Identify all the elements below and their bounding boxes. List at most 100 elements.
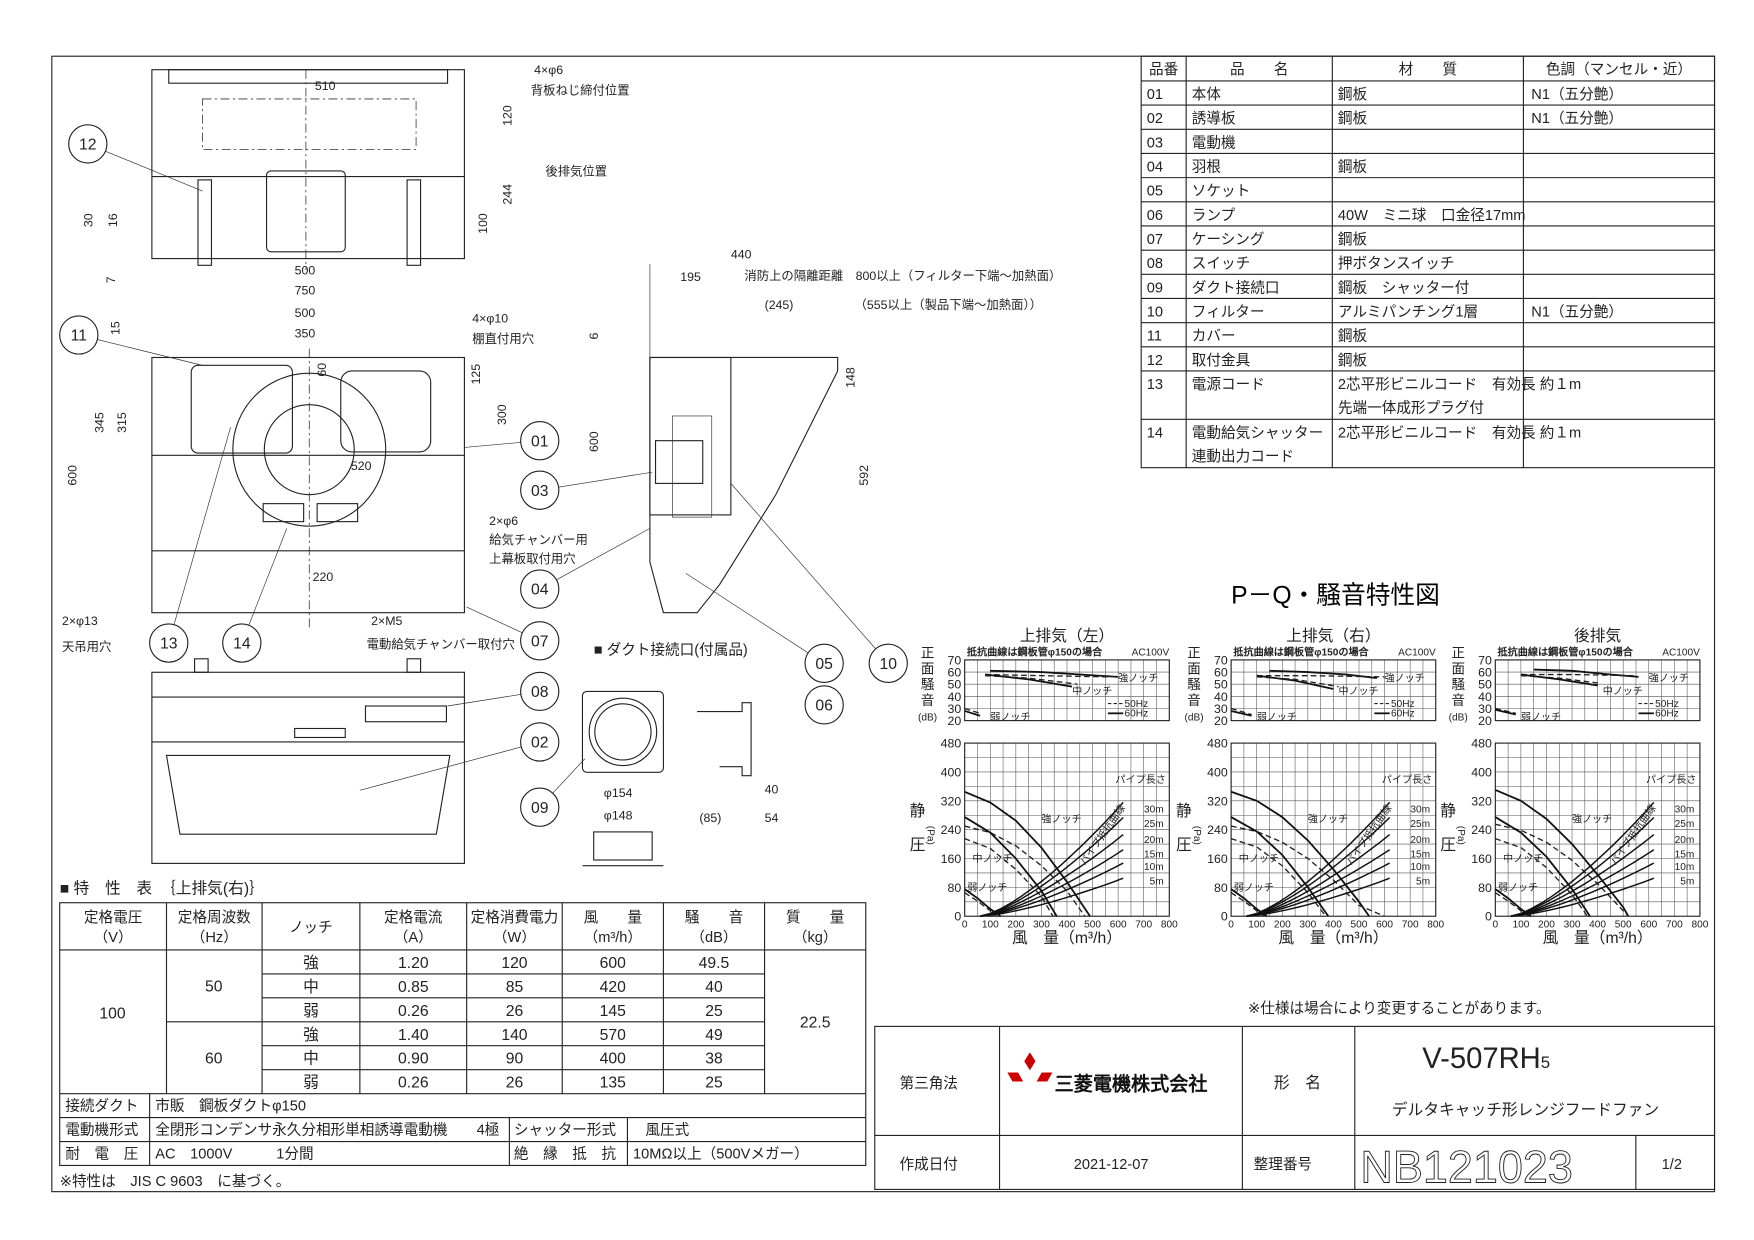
x-tick: 200 [1538, 919, 1555, 930]
top-view-drawing [151, 69, 465, 270]
dimension-label: 天吊用穴 [62, 639, 111, 654]
pq-series-line [1494, 789, 1630, 917]
pipe-length-label: 5m [1680, 877, 1694, 888]
noise-series-line [990, 669, 1119, 678]
pq-y-label: 圧 [1176, 837, 1192, 854]
part-balloon [520, 421, 560, 461]
noise-y-tick: 60 [1214, 666, 1228, 680]
part-balloon [222, 623, 262, 663]
pq-label-pipe-length: パイプ長さ [1646, 774, 1697, 786]
part-material: 鋼板 [1338, 327, 1368, 345]
legend-50hz: 50Hz [1391, 699, 1415, 710]
spec-noise: 49.5 [699, 955, 730, 972]
insulation-value: 10MΩ以上（500Vメガー） [633, 1145, 809, 1162]
balloon-number: 12 [79, 137, 96, 154]
sheet-border [51, 55, 1716, 1193]
noise-y-tick: 30 [1478, 702, 1492, 716]
parts-header: 材 質 [1399, 60, 1457, 78]
pipe-length-label: 25m [1675, 819, 1695, 830]
part-balloon [520, 621, 560, 661]
mass: 22.5 [800, 1015, 831, 1032]
balloon-number: 01 [531, 433, 548, 450]
x-tick: 600 [1376, 919, 1393, 930]
balloon-number: 04 [531, 582, 549, 599]
part-material: 鋼板 [1338, 85, 1368, 103]
noise-y-tick: 70 [1478, 653, 1492, 667]
part-number: 07 [1147, 232, 1163, 248]
x-tick: 200 [1274, 919, 1291, 930]
pq-label-resistance: パイプ抵抗曲線 [1077, 802, 1128, 867]
pq-y-tick: 480 [1471, 737, 1492, 751]
pipe-length-label: 5m [1416, 877, 1430, 888]
dimension-label: 2×φ13 [62, 614, 98, 628]
pq-label-weak: 弱ノッチ [967, 882, 1007, 894]
pq-label-weak: 弱ノッチ [1498, 882, 1538, 894]
part-balloon [520, 787, 560, 827]
noise-y-tick: 20 [948, 714, 962, 728]
noise-y-tick: 50 [1478, 678, 1492, 692]
creation-date: 2021-12-07 [1074, 1157, 1149, 1173]
balloon-number: 11 [71, 328, 87, 345]
noise-y-tick: 40 [1478, 690, 1492, 704]
spec-change-notice: ※仕様は場合により変更することがあります。 [1248, 1000, 1551, 1017]
pq-label-strong: 強ノッチ [1308, 812, 1348, 825]
pq-label-resistance: パイプ抵抗曲線 [1607, 802, 1658, 867]
part-balloon [68, 124, 108, 164]
part-number: 10 [1147, 304, 1163, 320]
resistance-curve [1510, 834, 1655, 917]
leader-line [359, 741, 540, 791]
pipe-length-label: 30m [1144, 805, 1164, 816]
spec-header: 定格電圧 [84, 909, 142, 926]
balloon-number: 14 [233, 636, 251, 653]
dimension-label: 350 [295, 326, 316, 340]
pq-y-tick: 160 [941, 852, 962, 866]
spec-header: ノッチ [289, 920, 333, 936]
noise-series-line [1230, 710, 1252, 717]
model-label: 形 名 [1274, 1074, 1321, 1092]
part-number: 03 [1147, 135, 1163, 151]
pipe-length-label: 20m [1410, 835, 1430, 846]
pq-y-unit: (Pa) [925, 826, 936, 845]
dimension-label: 棚直付用穴 [472, 331, 534, 346]
leader-line [168, 427, 231, 644]
part-material: 鋼板 [1338, 351, 1368, 369]
spec-airflow: 400 [600, 1051, 626, 1068]
leader-line [539, 528, 651, 590]
noise-y-label: 正 [921, 646, 935, 661]
spec-noise: 49 [705, 1027, 722, 1044]
dimension-label: 2×φ6 [489, 514, 518, 528]
chart-note: 抵抗曲線は鋼板管φ150の場合 [1498, 645, 1634, 658]
dimension-label: （555以上（製品下端～加熱面）） [855, 298, 1042, 312]
spec-current: 0.85 [398, 979, 429, 996]
legend-60hz: 60Hz [1391, 709, 1415, 720]
part-name: 電動給気シャッター [1192, 424, 1323, 441]
pq-y-tick: 320 [1471, 794, 1492, 808]
part-balloon [804, 685, 844, 725]
noise-label-strong: 強ノッチ [1649, 671, 1689, 684]
dimension-label: 440 [731, 248, 752, 262]
spec-header: 定格周波数 [178, 909, 251, 926]
pq-y-tick: 80 [1214, 881, 1228, 895]
spec-noise: 25 [705, 1075, 723, 1092]
noise-label-weak: 弱ノッチ [990, 711, 1030, 723]
x-tick: 700 [1666, 919, 1683, 930]
balloon-number: 03 [531, 483, 549, 500]
balloon-number: 08 [531, 684, 549, 701]
noise-y-label: 騒 [1451, 677, 1465, 692]
part-material-line2: 先端一体成形プラグ付 [1338, 400, 1484, 417]
part-number: 05 [1147, 184, 1163, 200]
noise-y-label: 面 [921, 661, 935, 676]
spec-airflow: 570 [600, 1027, 626, 1044]
pipe-length-label: 15m [1410, 850, 1430, 861]
noise-y-label: 音 [1187, 692, 1201, 708]
spec-header-unit: （m³/h） [584, 929, 642, 946]
spec-power: 120 [501, 955, 527, 972]
noise-label-medium: 中ノッチ [1072, 685, 1112, 698]
noise-y-tick: 70 [1214, 653, 1228, 667]
pq-y-tick: 480 [1207, 737, 1228, 751]
spec-airflow: 135 [600, 1075, 626, 1092]
withstand-label: 耐 電 圧 [65, 1145, 138, 1162]
shutter-label: シャッター形式 [514, 1121, 617, 1138]
part-name: ダクト接続口 [1192, 279, 1280, 296]
part-material: 2芯平形ビニルコード 有効長 約１m [1338, 424, 1581, 441]
